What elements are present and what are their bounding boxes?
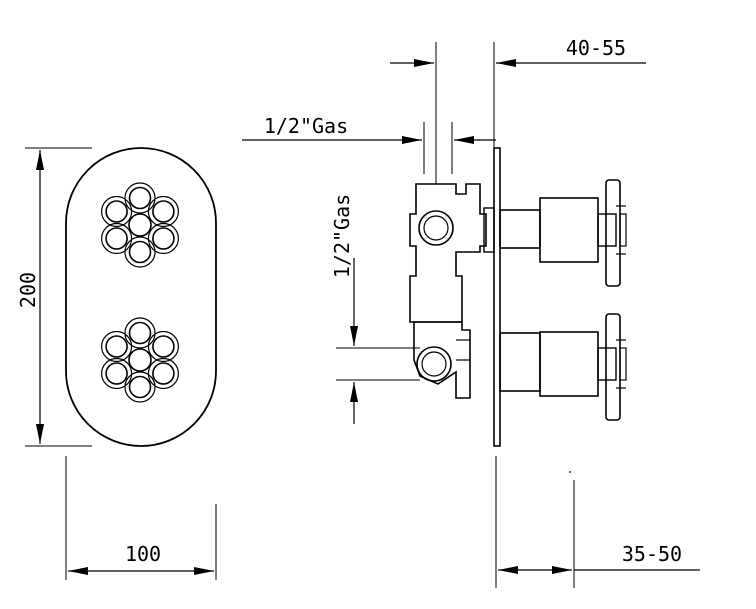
- wall-plate: [493, 147, 501, 447]
- height-label: 200: [16, 272, 40, 308]
- upper-side-handle: [499, 179, 627, 287]
- depth-top-dimension: 40-55: [390, 36, 646, 184]
- depth-bottom-label: 35-50: [622, 542, 682, 566]
- upper-rosette-handle: [100, 182, 180, 268]
- gas-vertical-label: 1/2"Gas: [330, 194, 354, 278]
- lower-side-handle: [499, 313, 627, 421]
- width-dimension: 100: [65, 456, 217, 580]
- depth-bottom-dimension: 35-50: [495, 456, 700, 588]
- gas-vertical-dimension: 1/2"Gas: [330, 194, 420, 424]
- width-label: 100: [125, 542, 161, 566]
- side-view: [409, 147, 627, 447]
- lower-rosette-handle: [100, 317, 180, 403]
- upper-inlet: [418, 210, 454, 246]
- lower-inlet: [416, 346, 452, 382]
- cover-plate: [65, 147, 217, 447]
- valve-body: [409, 183, 487, 323]
- depth-top-label: 40-55: [566, 36, 626, 60]
- front-view: [65, 147, 217, 447]
- gas-horizontal-label: 1/2"Gas: [264, 114, 348, 138]
- height-dimension: 200: [16, 147, 92, 447]
- gas-horizontal-dimension: 1/2"Gas: [242, 114, 496, 174]
